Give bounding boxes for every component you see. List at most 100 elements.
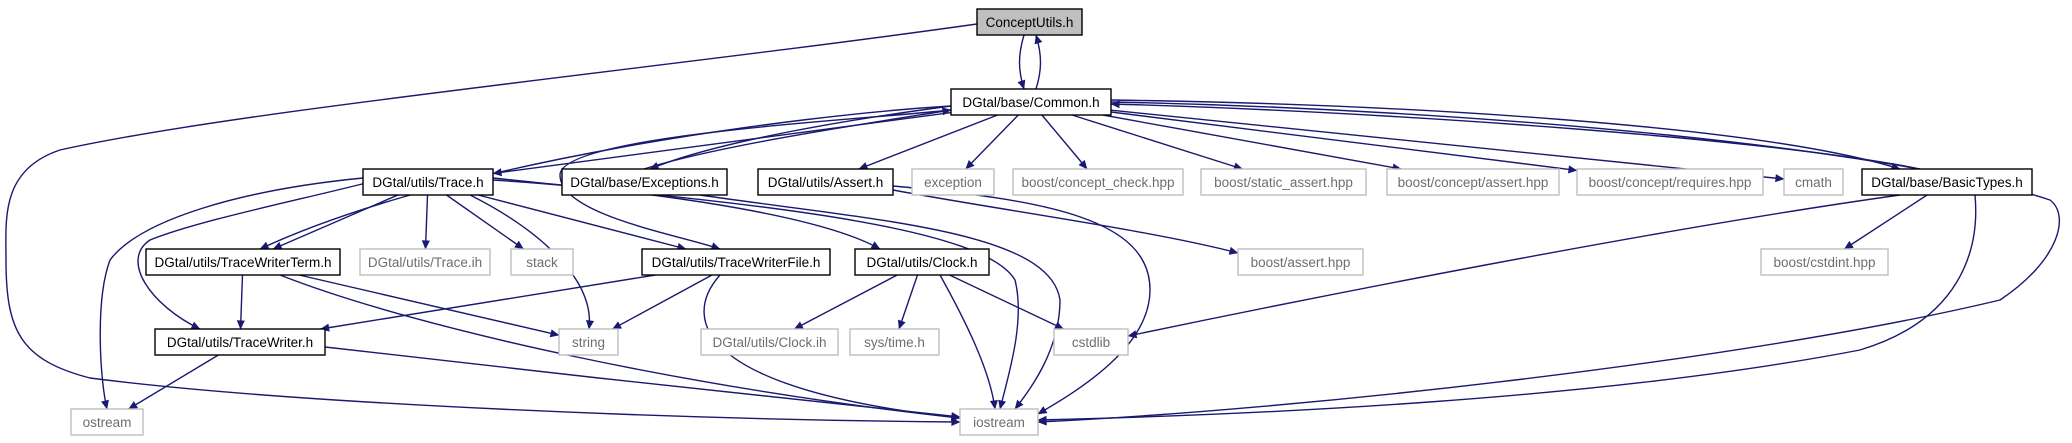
node-box bbox=[976, 8, 1083, 36]
edge-exceptions-to-iostream bbox=[699, 194, 1061, 410]
node-trace-ih: DGtal/utils/Trace.ih bbox=[359, 248, 491, 276]
edge-basic-types-to-common bbox=[1110, 100, 1921, 170]
edge-trace-to-stack bbox=[446, 194, 524, 250]
node-box bbox=[854, 248, 990, 276]
node-label: ConceptUtils.h bbox=[986, 15, 1074, 30]
node-stack: stack bbox=[510, 248, 574, 276]
edge-trace-to-trace-writer bbox=[137, 181, 371, 330]
node-string: string bbox=[558, 328, 619, 356]
edge-common-to-exception bbox=[965, 114, 1019, 170]
edge-common-to-assert bbox=[858, 114, 998, 170]
node-concept-requires: boost/concept/requires.hpp bbox=[1576, 168, 1764, 196]
node-common[interactable]: DGtal/base/Common.h bbox=[950, 88, 1112, 116]
node-box bbox=[1053, 328, 1129, 356]
node-label: boost/cstdint.hpp bbox=[1773, 255, 1875, 270]
edge-trace-to-ostream bbox=[99, 177, 364, 410]
edge-clock-to-iostream bbox=[939, 274, 998, 410]
node-label: DGtal/utils/TraceWriterTerm.h bbox=[154, 255, 331, 270]
edge-exceptions-to-common bbox=[643, 107, 952, 170]
node-box bbox=[1783, 168, 1844, 196]
node-concept-assert: boost/concept/assert.hpp bbox=[1386, 168, 1560, 196]
edge-common-to-basic-types bbox=[1110, 99, 1901, 171]
node-concept-utils[interactable]: ConceptUtils.h bbox=[976, 8, 1083, 36]
node-box bbox=[1576, 168, 1764, 196]
edge-assert-to-boost-assert bbox=[892, 189, 1239, 255]
edge-common-to-cmath bbox=[1110, 109, 1785, 183]
edge-trace-to-trace-writer-term bbox=[272, 194, 399, 250]
node-clock-ih: DGtal/utils/Clock.ih bbox=[700, 328, 839, 356]
edge-trace-writer-file-to-trace-writer bbox=[320, 274, 656, 332]
edge-trace-to-trace-ih bbox=[421, 194, 430, 250]
node-label: boost/assert.hpp bbox=[1251, 255, 1351, 270]
node-sys-time: sys/time.h bbox=[849, 328, 940, 356]
node-cstdint: boost/cstdint.hpp bbox=[1760, 248, 1889, 276]
node-trace-writer-file[interactable]: DGtal/utils/TraceWriterFile.h bbox=[641, 248, 831, 276]
node-box bbox=[510, 248, 574, 276]
node-label: boost/concept/assert.hpp bbox=[1398, 175, 1549, 190]
nodes-layer: ConceptUtils.hDGtal/base/Common.hDGtal/u… bbox=[70, 8, 2033, 436]
node-cstdlib: cstdlib bbox=[1053, 328, 1129, 356]
node-box bbox=[700, 328, 839, 356]
node-trace-writer[interactable]: DGtal/utils/TraceWriter.h bbox=[154, 328, 326, 356]
node-box bbox=[1200, 168, 1367, 196]
node-label: iostream bbox=[973, 415, 1025, 430]
edge-trace-writer-to-iostream bbox=[324, 346, 961, 421]
node-iostream: iostream bbox=[959, 408, 1039, 436]
node-cmath: cmath bbox=[1783, 168, 1844, 196]
node-box bbox=[757, 168, 894, 196]
edge-trace-writer-to-ostream bbox=[128, 354, 219, 410]
node-trace[interactable]: DGtal/utils/Trace.h bbox=[362, 168, 494, 196]
node-box bbox=[1012, 168, 1184, 196]
node-label: cstdlib bbox=[1072, 335, 1110, 350]
node-label: DGtal/utils/TraceWriter.h bbox=[167, 335, 313, 350]
node-box bbox=[950, 88, 1112, 116]
edge-basic-types-to-cstdint bbox=[1844, 194, 1928, 250]
node-box bbox=[70, 408, 144, 436]
node-label: stack bbox=[526, 255, 558, 270]
node-static-assert: boost/static_assert.hpp bbox=[1200, 168, 1367, 196]
node-box bbox=[1861, 168, 2033, 196]
edge-trace-writer-term-to-iostream bbox=[279, 274, 961, 422]
node-label: string bbox=[572, 335, 605, 350]
edge-clock-to-cstdlib bbox=[949, 274, 1064, 330]
node-box bbox=[1760, 248, 1889, 276]
node-label: DGtal/utils/Clock.ih bbox=[712, 335, 826, 350]
node-box bbox=[849, 328, 940, 356]
node-exception: exception bbox=[911, 168, 995, 196]
edge-assert-to-iostream bbox=[892, 185, 1151, 415]
edge-common-to-trace-writer-term bbox=[259, 105, 952, 250]
node-label: DGtal/utils/TraceWriterFile.h bbox=[652, 255, 821, 270]
node-label: boost/concept_check.hpp bbox=[1021, 175, 1174, 190]
node-clock[interactable]: DGtal/utils/Clock.h bbox=[854, 248, 990, 276]
node-label: exception bbox=[924, 175, 982, 190]
node-basic-types[interactable]: DGtal/base/BasicTypes.h bbox=[1861, 168, 2033, 196]
node-box bbox=[362, 168, 494, 196]
node-trace-writer-term[interactable]: DGtal/utils/TraceWriterTerm.h bbox=[145, 248, 341, 276]
edge-common-to-concept-utils bbox=[1034, 34, 1043, 90]
node-box bbox=[558, 328, 619, 356]
node-box bbox=[641, 248, 831, 276]
node-exceptions[interactable]: DGtal/base/Exceptions.h bbox=[561, 168, 728, 196]
node-concept-check: boost/concept_check.hpp bbox=[1012, 168, 1184, 196]
edge-clock-to-sys-time bbox=[897, 274, 919, 330]
edge-common-to-trace-writer-file bbox=[559, 109, 952, 251]
edge-common-to-trace bbox=[492, 111, 952, 177]
node-ostream: ostream bbox=[70, 408, 144, 436]
node-label: ostream bbox=[83, 415, 132, 430]
edge-common-to-concept-check bbox=[1041, 114, 1088, 170]
node-label: sys/time.h bbox=[864, 335, 925, 350]
node-label: cmath bbox=[1795, 175, 1832, 190]
edge-trace-to-trace-writer-file bbox=[477, 194, 687, 251]
node-box bbox=[359, 248, 491, 276]
node-label: DGtal/base/Exceptions.h bbox=[570, 175, 719, 190]
node-box bbox=[1386, 168, 1560, 196]
node-label: DGtal/base/BasicTypes.h bbox=[1871, 175, 2023, 190]
node-assert[interactable]: DGtal/utils/Assert.h bbox=[757, 168, 894, 196]
edges-layer bbox=[5, 23, 2060, 426]
node-label: DGtal/utils/Trace.ih bbox=[368, 255, 482, 270]
edge-trace-writer-file-to-string bbox=[612, 274, 713, 330]
node-label: DGtal/utils/Assert.h bbox=[768, 175, 884, 190]
node-label: boost/static_assert.hpp bbox=[1214, 175, 1353, 190]
